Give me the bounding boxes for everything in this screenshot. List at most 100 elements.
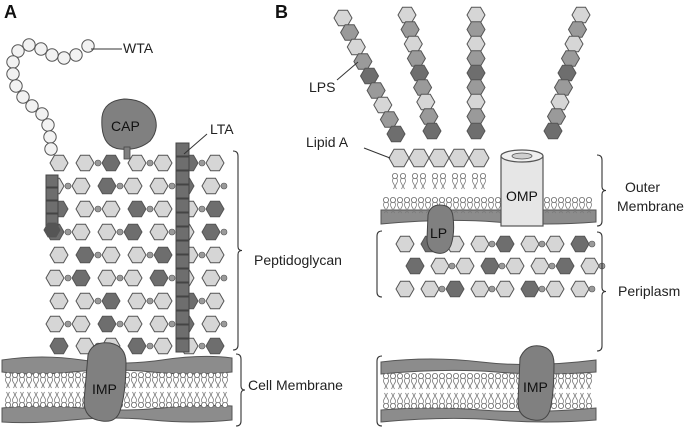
periplasm-peptide-link: [498, 262, 506, 270]
periplasm-peptidoglycan-sugar: [495, 235, 515, 253]
outer-membrane-lipid-tail: [565, 201, 568, 214]
periplasm-peptidoglycan-sugar: [555, 257, 575, 275]
membrane-lipid-head: [179, 371, 186, 378]
membrane-lipid-tail: [78, 376, 81, 389]
inner-membrane-lipid-head: [417, 372, 424, 379]
membrane-lipid-head: [165, 401, 172, 408]
outer-membrane-lipid-tail: [393, 201, 396, 214]
inner-membrane-lipid-head: [494, 402, 501, 409]
inner-membrane-lipid-head: [579, 402, 586, 409]
membrane-lipid-tail: [124, 391, 127, 404]
membrane-lipid-tail: [169, 391, 172, 404]
outer-membrane-lipid-tail: [397, 201, 400, 214]
inner-membrane-lipid-tail: [589, 377, 592, 390]
lipid-a-acyl-tail: [455, 177, 458, 190]
lta-unit: [175, 198, 190, 213]
outer-membrane-lipid-tail: [386, 201, 389, 214]
inner-membrane-lipid-head: [424, 402, 431, 409]
inner-membrane-lipid-tail: [491, 392, 494, 405]
lipid-a-headgroup: [388, 148, 410, 168]
inner-membrane-lipid-tail: [512, 377, 515, 390]
membrane-lipid-tail: [215, 376, 218, 389]
outer-membrane-lipid-tail: [561, 201, 564, 214]
membrane-lipid-tail: [71, 391, 74, 404]
inner-membrane-lipid-head: [473, 402, 480, 409]
membrane-lipid-tail: [218, 391, 221, 404]
peptidoglycan-sugar: [49, 292, 69, 310]
membrane-lipid-tail: [183, 376, 186, 389]
lipid-a-acyl-tail: [480, 177, 483, 190]
lipid-a-acyl-head: [459, 172, 466, 179]
lipid-a-acyl-tail: [432, 177, 435, 190]
inner-membrane-lipid-head: [459, 402, 466, 409]
membrane-lipid-tail: [162, 376, 165, 389]
outer-membrane-lipid-tail: [579, 201, 582, 214]
wta-bead: [16, 90, 30, 104]
periplasm-peptidoglycan-sugar: [455, 257, 475, 275]
peptide-link: [146, 205, 154, 213]
inner-membrane-lipid-tail: [428, 377, 431, 390]
membrane-lipid-tail: [166, 391, 169, 404]
membrane-lipid-head: [158, 401, 165, 408]
peptidoglycan-sugar: [201, 315, 221, 333]
membrane-lipid-head: [200, 371, 207, 378]
peptidoglycan-sugar: [45, 315, 65, 333]
inner-membrane-lipid-tail: [586, 377, 589, 390]
outer-membrane-lipid-tail: [425, 201, 428, 214]
lps-sugar: [466, 64, 486, 82]
outer-membrane-lipid-tail: [551, 201, 554, 214]
membrane-lipid-tail: [36, 391, 39, 404]
outer-membrane-lipid-tail: [414, 201, 417, 214]
inner-membrane-lipid-tail: [579, 377, 582, 390]
inner-membrane-lipid-tail: [397, 377, 400, 390]
outer-membrane-lipid-tail: [404, 201, 407, 214]
wta-anchor-unit: [45, 200, 59, 214]
periplasm-peptidoglycan-sugar: [530, 257, 550, 275]
lps-sugar: [422, 122, 442, 140]
membrane-lipid-tail: [222, 391, 225, 404]
outer-membrane-label-line1: Outer: [625, 179, 660, 195]
inner-membrane-lipid-tail: [505, 377, 508, 390]
inner-membrane-lipid-tail: [582, 377, 585, 390]
membrane-lipid-tail: [166, 376, 169, 389]
membrane-lipid-tail: [22, 391, 25, 404]
membrane-lipid-tail: [204, 376, 207, 389]
lps-sugar: [379, 111, 399, 128]
peptidoglycan-sugar: [127, 200, 147, 218]
membrane-lipid-tail: [145, 391, 148, 404]
membrane-lipid-tail: [218, 376, 221, 389]
membrane-lipid-head: [40, 371, 47, 378]
lps-sugar: [386, 125, 406, 143]
membrane-lipid-tail: [75, 391, 78, 404]
peptidoglycan-sugar: [149, 269, 169, 287]
membrane-lipid-head: [214, 401, 221, 408]
inner-membrane-lipid-head: [586, 372, 593, 379]
inner-membrane-lipid-tail: [575, 392, 578, 405]
inner-membrane-lipid-tail: [582, 392, 585, 405]
peptide-link: [94, 251, 102, 259]
inner-membrane-lipid-tail: [481, 377, 484, 390]
periplasm-peptide-link: [448, 262, 456, 270]
peptidoglycan-sugar: [49, 337, 69, 355]
inner-membrane-lipid-head: [466, 372, 473, 379]
peptidoglycan-sugar: [205, 337, 225, 355]
lipid-a-acyl-tail: [435, 177, 438, 190]
lps-sugar: [413, 79, 433, 96]
outer-membrane-lipid-head: [579, 196, 586, 203]
peptidoglycan-sugar: [71, 269, 91, 287]
inner-membrane-lipid-head: [410, 402, 417, 409]
peptidoglycan-sugar: [123, 269, 143, 287]
lps-sugar: [466, 79, 486, 96]
outer-membrane-lipid-head: [466, 196, 473, 203]
inner-membrane-lipid-head: [403, 372, 410, 379]
membrane-lipid-tail: [75, 376, 78, 389]
membrane-lipid-tail: [201, 376, 204, 389]
membrane-lipid-tail: [173, 391, 176, 404]
peptide-link: [198, 297, 206, 305]
peptidoglycan-sugar: [205, 154, 225, 172]
outer-membrane-lipid-head: [572, 196, 579, 203]
lp-label: LP: [430, 225, 447, 241]
inner-membrane-lipid-tail: [442, 392, 445, 405]
